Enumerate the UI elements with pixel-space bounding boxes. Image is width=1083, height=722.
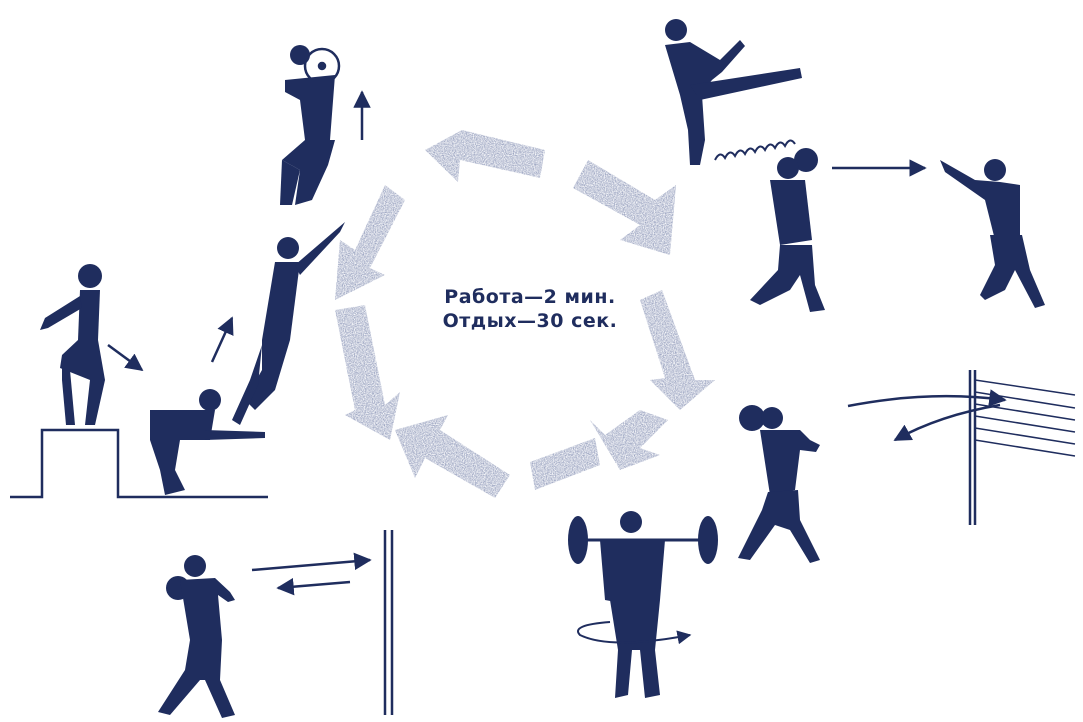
- rest-time-label: Отдых—30 сек.: [400, 309, 660, 333]
- figure-jumping: [232, 222, 345, 425]
- barbell-plate-left: [568, 516, 588, 564]
- box-jump-station: [10, 222, 345, 497]
- motion-arrow: [108, 345, 142, 370]
- medicine-ball-partner-throw-station: [750, 148, 1045, 312]
- figure-standing-on-box: [40, 264, 105, 425]
- barbell-twist-station: [568, 511, 718, 698]
- motion-arrow: [212, 318, 232, 362]
- cycle-arrow-4: [590, 410, 668, 470]
- medicine-ball-net-throw-station: [738, 370, 1075, 563]
- net-post: [970, 370, 975, 525]
- cycle-arrow-8: [335, 185, 405, 300]
- jump-box: [10, 430, 268, 497]
- spiral-trajectory: [715, 140, 795, 160]
- rebound-trajectory: [895, 405, 1000, 440]
- wall: [385, 530, 392, 715]
- barbell-plate-right: [698, 516, 718, 564]
- work-rest-caption: Работа—2 мин. Отдых—30 сек.: [400, 285, 660, 333]
- ball-wall-throw-station: [158, 530, 392, 718]
- work-time-label: Работа—2 мин.: [400, 285, 660, 309]
- cycle-arrow-6: [395, 415, 510, 498]
- throw-arrow: [252, 560, 370, 570]
- cycle-arrow-2: [573, 160, 676, 255]
- squat-with-plate-station: [280, 45, 362, 205]
- return-arrow: [278, 582, 350, 588]
- cycle-arrow-7: [335, 305, 400, 440]
- cycle-arrow-5: [530, 438, 600, 490]
- cycle-arrow-1: [425, 130, 545, 182]
- net-lines: [975, 380, 1075, 456]
- medicine-ball-kick-station: [665, 19, 802, 165]
